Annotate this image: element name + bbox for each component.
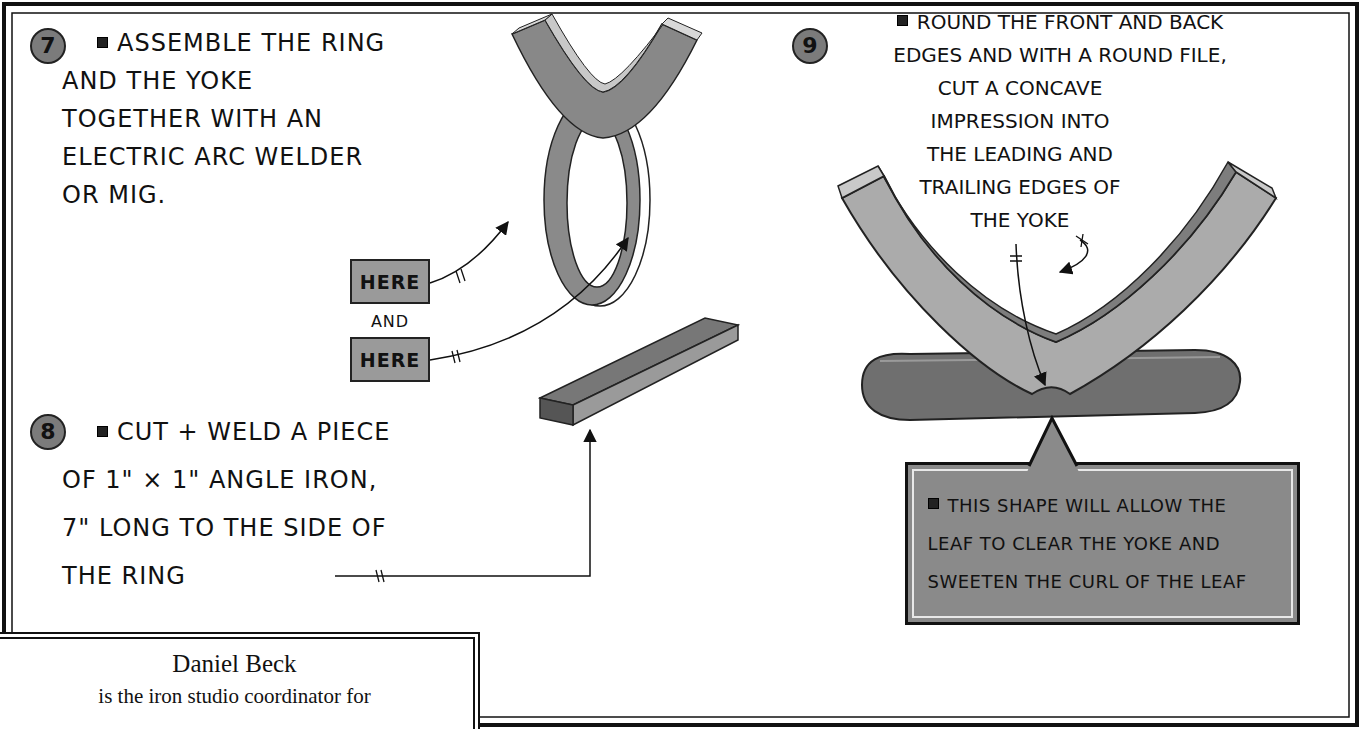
tick-mark <box>1076 234 1088 247</box>
step-number: 7 <box>40 35 55 57</box>
weld-point-box: HERE <box>350 259 430 304</box>
yoke-end <box>1228 162 1276 198</box>
step-instruction: ASSEMBLE THE RING AND THE YOKE TOGETHER … <box>62 24 388 214</box>
wrap-spacer <box>1249 6 1250 72</box>
ring-hole <box>567 119 627 287</box>
wrap-spacer <box>870 6 871 72</box>
circle-fill <box>31 29 65 63</box>
tick-mark <box>376 570 384 582</box>
instruction-text: ROUND THE FRONT AND BACK EDGES AND WITH … <box>893 10 1227 232</box>
note-text: THIS SHAPE WILL ALLOW THE LEAF TO CLEAR … <box>928 495 1247 592</box>
yoke-end <box>512 14 552 34</box>
note-callout: THIS SHAPE WILL ALLOW THE LEAF TO CLEAR … <box>905 462 1300 625</box>
angle-iron-flange <box>540 318 738 405</box>
author-box: Daniel Beckis the iron studio coordinato… <box>0 632 480 729</box>
yoke-top <box>545 14 668 92</box>
wrap-spacer <box>870 72 914 472</box>
step-instruction: ROUND THE FRONT AND BACK EDGES AND WITH … <box>870 6 1250 472</box>
weld-point-box: HERE <box>350 337 430 382</box>
author-text: Daniel Beck <box>172 647 296 681</box>
bullet-square <box>97 37 108 48</box>
wrap-spacer <box>1126 72 1250 472</box>
tick-mark <box>456 269 465 283</box>
weld-point-text: HERE <box>360 271 421 293</box>
callout-number: 8 <box>29 413 67 451</box>
circle-fill <box>793 29 827 63</box>
bullet-square <box>897 15 908 26</box>
step-number: 8 <box>40 421 55 443</box>
bullet-square <box>97 426 108 437</box>
leader-arrow <box>1060 240 1088 272</box>
leader-arrow <box>1016 244 1045 385</box>
weld-point-text: HERE <box>360 349 421 371</box>
conjunction-label: AND <box>350 307 430 337</box>
callout-pointer <box>1027 418 1079 472</box>
circle-fill <box>31 415 65 449</box>
leader-arrow <box>430 238 628 360</box>
yoke-face <box>512 20 697 138</box>
note-text-wrap: THIS SHAPE WILL ALLOW THE LEAF TO CLEAR … <box>928 487 1278 601</box>
yoke-end <box>662 18 702 40</box>
callout-number: 9 <box>791 27 829 65</box>
outer-frame <box>4 4 1357 725</box>
callout-pointer-outline <box>1029 418 1077 466</box>
bullet-square <box>928 498 939 509</box>
instruction-text: ASSEMBLE THE RING AND THE YOKE TOGETHER … <box>62 29 385 209</box>
instruction-text: CUT + WELD A PIECE OF 1" × 1" ANGLE IRON… <box>62 418 390 590</box>
instruction-text: AND <box>371 312 409 331</box>
tick-mark <box>452 350 460 363</box>
author-text: is the iron studio coordinator for <box>98 681 370 711</box>
angle-iron-face <box>573 325 738 425</box>
yoke-end <box>838 166 884 198</box>
leader-arrow <box>335 430 590 576</box>
callout-number: 7 <box>29 27 67 65</box>
angle-iron-end <box>540 398 573 425</box>
step-instruction: CUT + WELD A PIECE OF 1" × 1" ANGLE IRON… <box>62 408 404 600</box>
inner-frame <box>12 13 1349 717</box>
tick-mark <box>1010 256 1022 261</box>
leader-arrow <box>430 222 508 283</box>
step-number: 9 <box>802 35 817 57</box>
